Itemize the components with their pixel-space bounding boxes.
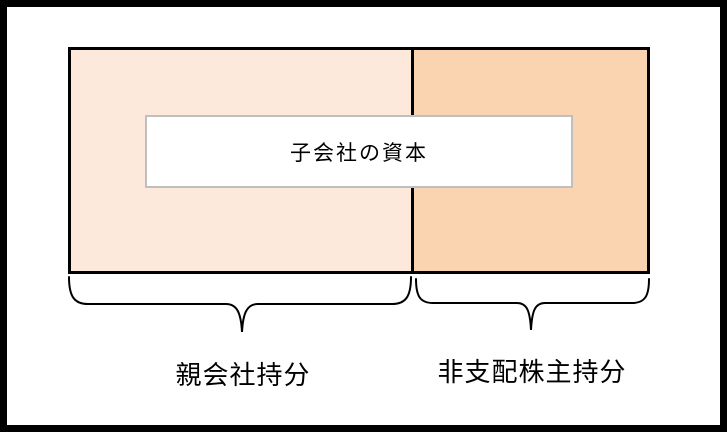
capital-label: 子会社の資本 [290,141,428,165]
non-controlling-interest-label: 非支配株主持分 [437,357,627,387]
right-brace [415,278,650,331]
left-brace [68,276,412,333]
parent-interest-label: 親会社持分 [175,360,311,390]
capital-label-box: 子会社の資本 [145,115,573,188]
